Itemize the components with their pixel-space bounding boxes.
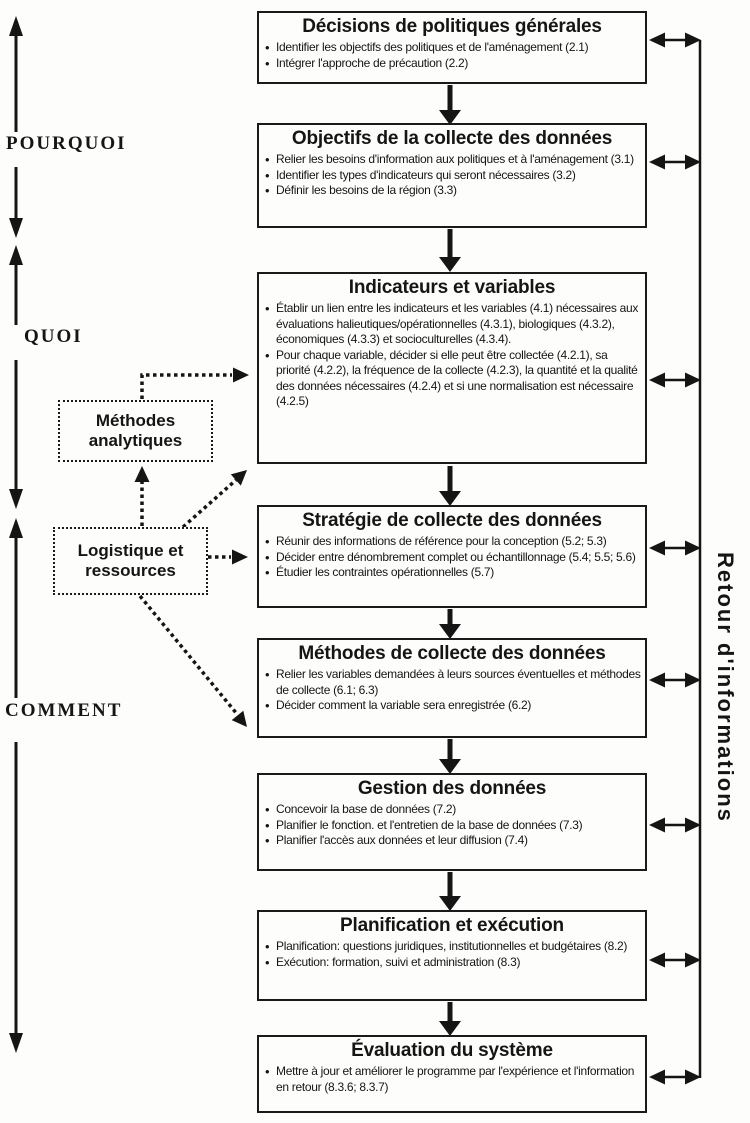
box-bullet: Étudier les contraintes opérationnelles … — [263, 565, 641, 581]
flow-box-planification-execution: Planification et exécution Planification… — [257, 910, 647, 1001]
box-bullet: Identifier les types d'indicateurs qui s… — [263, 168, 641, 184]
box-title: Gestion des données — [357, 778, 547, 799]
label-retour-informations: Retour d'informations — [713, 552, 738, 823]
flow-connector-3 — [439, 466, 461, 506]
quoi-up-arrow — [9, 245, 23, 325]
aux-box-logistique-ressources: Logistique et ressources — [53, 527, 208, 595]
dotted-arrow-logistics-to-analytics — [134, 466, 150, 526]
box-bullet: Intégrer l'approche de précaution (2.2) — [263, 56, 641, 72]
pourquoi-up-arrow — [9, 16, 23, 132]
box-title: Évaluation du système — [351, 1040, 553, 1061]
dotted-arrow-analytics-to-indicators — [140, 367, 249, 399]
flow-connector-5 — [439, 739, 461, 774]
box-bullet: Identifier les objectifs des politiques … — [263, 40, 641, 56]
flow-box-strategie-collecte: Stratégie de collecte des données Réunir… — [257, 505, 647, 608]
box-bullet: Mettre à jour et améliorer le programme … — [263, 1064, 641, 1095]
quoi-down-arrow — [9, 360, 23, 509]
feedback-arrow-2 — [649, 154, 701, 170]
flow-connector-2 — [439, 229, 461, 272]
dotted-arrow-logistics-to-indicators — [181, 470, 247, 529]
feedback-arrow-4 — [649, 540, 701, 556]
aux-box-line: analytiques — [88, 431, 183, 450]
box-bullet: Établir un lien entre les indicateurs et… — [263, 301, 641, 348]
flow-connector-6 — [439, 872, 461, 911]
flow-connector-4 — [439, 609, 461, 639]
feedback-arrow-5 — [649, 672, 701, 688]
feedback-arrow-8 — [649, 1069, 701, 1085]
flow-connector-1 — [439, 85, 461, 125]
feedback-arrow-3 — [649, 372, 701, 388]
flow-connector-7 — [439, 1002, 461, 1036]
flow-box-methodes-collecte: Méthodes de collecte des données Relier … — [257, 638, 647, 738]
flow-box-indicateurs-variables: Indicateurs et variables Établir un lien… — [257, 272, 647, 464]
aux-box-methodes-analytiques: Méthodes analytiques — [58, 400, 213, 462]
box-title: Décisions de politiques générales — [302, 16, 602, 37]
comment-up-arrow — [9, 518, 23, 698]
box-bullet: Décider comment la variable sera enregis… — [263, 698, 641, 714]
flow-box-evaluation-systeme: Évaluation du système Mettre à jour et a… — [257, 1035, 647, 1113]
box-title: Indicateurs et variables — [348, 277, 556, 298]
label-comment: COMMENT — [5, 700, 123, 721]
box-bullet: Relier les besoins d'information aux pol… — [263, 152, 641, 168]
box-title: Stratégie de collecte des données — [302, 510, 602, 531]
feedback-arrow-1 — [649, 32, 701, 48]
label-pourquoi: POURQUOI — [6, 133, 127, 154]
feedback-arrow-7 — [649, 952, 701, 968]
aux-box-line: Logistique et — [77, 541, 184, 560]
label-quoi: QUOI — [24, 326, 83, 347]
box-title: Planification et exécution — [340, 915, 564, 936]
flow-box-objectifs-collecte: Objectifs de la collecte des données Rel… — [257, 123, 647, 228]
comment-down-arrow — [9, 742, 23, 1053]
dotted-arrow-logistics-to-methods — [138, 594, 247, 727]
box-bullet: Pour chaque variable, décider si elle pe… — [263, 348, 641, 410]
feedback-arrow-6 — [649, 817, 701, 833]
box-bullet: Planification: questions juridiques, ins… — [263, 939, 641, 955]
box-bullet: Exécution: formation, suivi et administr… — [263, 955, 641, 971]
pourquoi-down-arrow — [9, 167, 23, 238]
flow-box-decisions-politiques: Décisions de politiques générales Identi… — [257, 11, 647, 84]
box-bullet: Définir les besoins de la région (3.3) — [263, 183, 641, 199]
aux-box-line: Méthodes — [95, 411, 176, 430]
box-bullet: Planifier l'accès aux données et leur di… — [263, 833, 641, 849]
box-bullet: Réunir des informations de référence pou… — [263, 534, 641, 550]
flow-box-gestion-donnees: Gestion des données Concevoir la base de… — [257, 773, 647, 871]
box-title: Objectifs de la collecte des données — [291, 128, 613, 149]
box-bullet: Concevoir la base de données (7.2) — [263, 802, 641, 818]
box-bullet: Relier les variables demandées à leurs s… — [263, 667, 641, 698]
dotted-arrow-logistics-to-strategy — [208, 549, 248, 565]
box-title: Méthodes de collecte des données — [298, 643, 606, 664]
box-bullet: Décider entre dénombrement complet ou éc… — [263, 550, 641, 566]
box-bullet: Planifier le fonction. et l'entretien de… — [263, 818, 641, 834]
aux-box-line: ressources — [85, 561, 176, 580]
